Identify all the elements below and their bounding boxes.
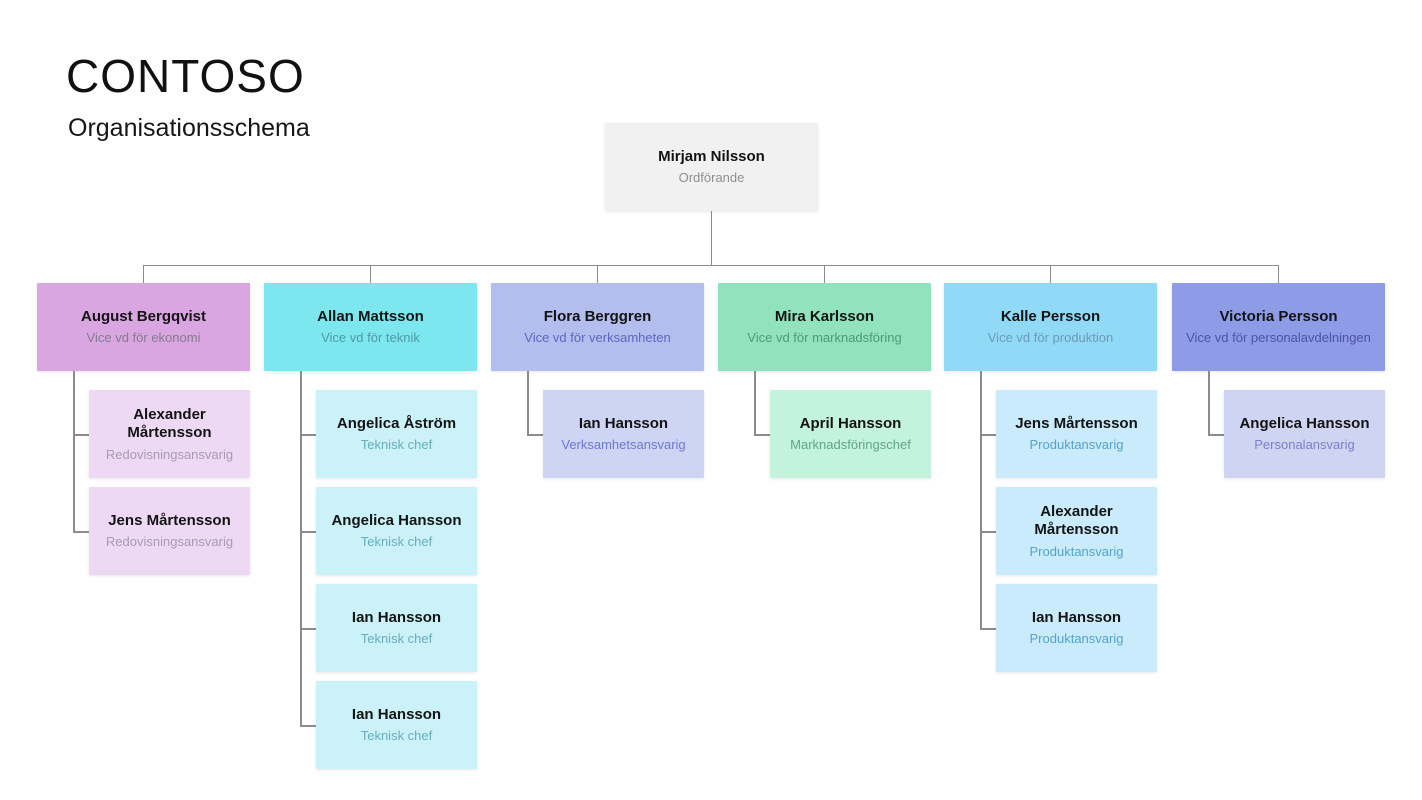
connector-line	[300, 434, 316, 436]
person-role: Vice vd för verksamheten	[524, 330, 671, 346]
person-name: April Hansson	[799, 415, 902, 433]
page-subtitle: Organisationsschema	[68, 114, 310, 142]
person-name: Mira Karlsson	[774, 308, 875, 326]
connector-line	[1208, 434, 1224, 436]
person-role: Vice vd för personalavdelningen	[1186, 330, 1371, 346]
connector-line	[73, 434, 89, 436]
person-role: Verksamhetsansvarig	[561, 437, 686, 453]
connector-line	[980, 434, 996, 436]
person-role: Redovisningsansvarig	[105, 446, 234, 462]
connector-line	[142, 264, 145, 283]
org-node-child: Ian Hansson Teknisk chef	[316, 584, 477, 672]
org-node-child: Angelica Hansson Personalansvarig	[1224, 390, 1385, 478]
org-node-child: Jens Mårtensson Produktansvarig	[996, 390, 1157, 478]
connector-line	[369, 264, 372, 283]
org-node-child: Angelica Hansson Teknisk chef	[316, 487, 477, 575]
person-name: Ian Hansson	[578, 415, 669, 433]
connector-line	[1049, 264, 1052, 283]
person-role: Teknisk chef	[360, 631, 433, 647]
company-title: CONTOSO	[66, 50, 305, 102]
org-node-parent: August Bergqvist Vice vd för ekonomi	[37, 283, 250, 371]
connector-line	[596, 264, 599, 283]
org-node-parent: Mira Karlsson Vice vd för marknadsföring	[718, 283, 931, 371]
connector-line	[980, 628, 996, 630]
person-name: Kalle Persson	[1000, 308, 1101, 326]
person-name: Angelica Hansson	[1239, 415, 1370, 433]
person-role: Vice vd för marknadsföring	[747, 330, 902, 346]
org-node-child: Alexander Mårtensson Redovisningsansvari…	[89, 390, 250, 478]
connector-line	[823, 264, 826, 283]
connector-line	[300, 371, 302, 727]
connector-line	[300, 531, 316, 533]
person-role: Teknisk chef	[360, 728, 433, 744]
connector-line	[710, 211, 713, 266]
person-role: Vice vd för teknik	[321, 330, 420, 346]
person-role: Produktansvarig	[1029, 631, 1124, 647]
person-name: Jens Mårtensson	[108, 512, 231, 530]
person-name: Allan Mattsson	[317, 308, 424, 326]
person-role: Vice vd för produktion	[987, 330, 1114, 346]
person-name: Angelica Hansson	[331, 512, 462, 530]
connector-line	[300, 725, 316, 727]
connector-line	[1208, 371, 1210, 436]
connector-line	[980, 531, 996, 533]
org-node-child: Jens Mårtensson Redovisningsansvarig	[89, 487, 250, 575]
person-name: Ian Hansson	[351, 706, 442, 724]
person-role: Ordförande	[678, 170, 745, 186]
connector-line	[527, 371, 529, 436]
connector-line	[1277, 264, 1280, 283]
person-role: Vice vd för ekonomi	[86, 330, 201, 346]
person-name: Flora Berggren	[543, 308, 652, 326]
person-role: Teknisk chef	[360, 534, 433, 550]
person-role: Redovisningsansvarig	[105, 534, 234, 550]
person-name: Angelica Åström	[336, 415, 457, 433]
org-node-child: Ian Hansson Verksamhetsansvarig	[543, 390, 704, 478]
person-name: Mirjam Nilsson	[658, 148, 765, 166]
person-role: Personalansvarig	[1254, 437, 1355, 453]
org-node-parent: Flora Berggren Vice vd för verksamheten	[491, 283, 704, 371]
org-node-parent: Kalle Persson Vice vd för produktion	[944, 283, 1157, 371]
person-role: Produktansvarig	[1029, 543, 1124, 559]
org-node-child: Ian Hansson Produktansvarig	[996, 584, 1157, 672]
org-node-child: Angelica Åström Teknisk chef	[316, 390, 477, 478]
person-role: Teknisk chef	[360, 437, 433, 453]
person-name: Ian Hansson	[1031, 609, 1122, 627]
person-name: Alexander Mårtensson	[1034, 503, 1119, 539]
person-name: Jens Mårtensson	[1015, 415, 1138, 433]
connector-line	[300, 628, 316, 630]
connector-line	[143, 264, 1279, 266]
person-role: Produktansvarig	[1029, 437, 1124, 453]
person-name: Victoria Persson	[1219, 308, 1338, 326]
org-node-parent: Victoria Persson Vice vd för personalavd…	[1172, 283, 1385, 371]
connector-line	[754, 371, 756, 436]
person-name: Alexander Mårtensson	[127, 406, 212, 442]
org-node-child: Ian Hansson Teknisk chef	[316, 681, 477, 769]
org-node-child: Alexander Mårtensson Produktansvarig	[996, 487, 1157, 575]
connector-line	[527, 434, 543, 436]
connector-line	[754, 434, 770, 436]
connector-line	[73, 531, 89, 533]
connector-line	[73, 371, 75, 533]
person-name: Ian Hansson	[351, 609, 442, 627]
person-name: August Bergqvist	[80, 308, 206, 326]
org-node-root: Mirjam Nilsson Ordförande	[605, 123, 818, 211]
person-role: Marknadsföringschef	[790, 437, 911, 453]
org-node-child: April Hansson Marknadsföringschef	[770, 390, 931, 478]
connector-line	[980, 371, 982, 630]
org-node-parent: Allan Mattsson Vice vd för teknik	[264, 283, 477, 371]
